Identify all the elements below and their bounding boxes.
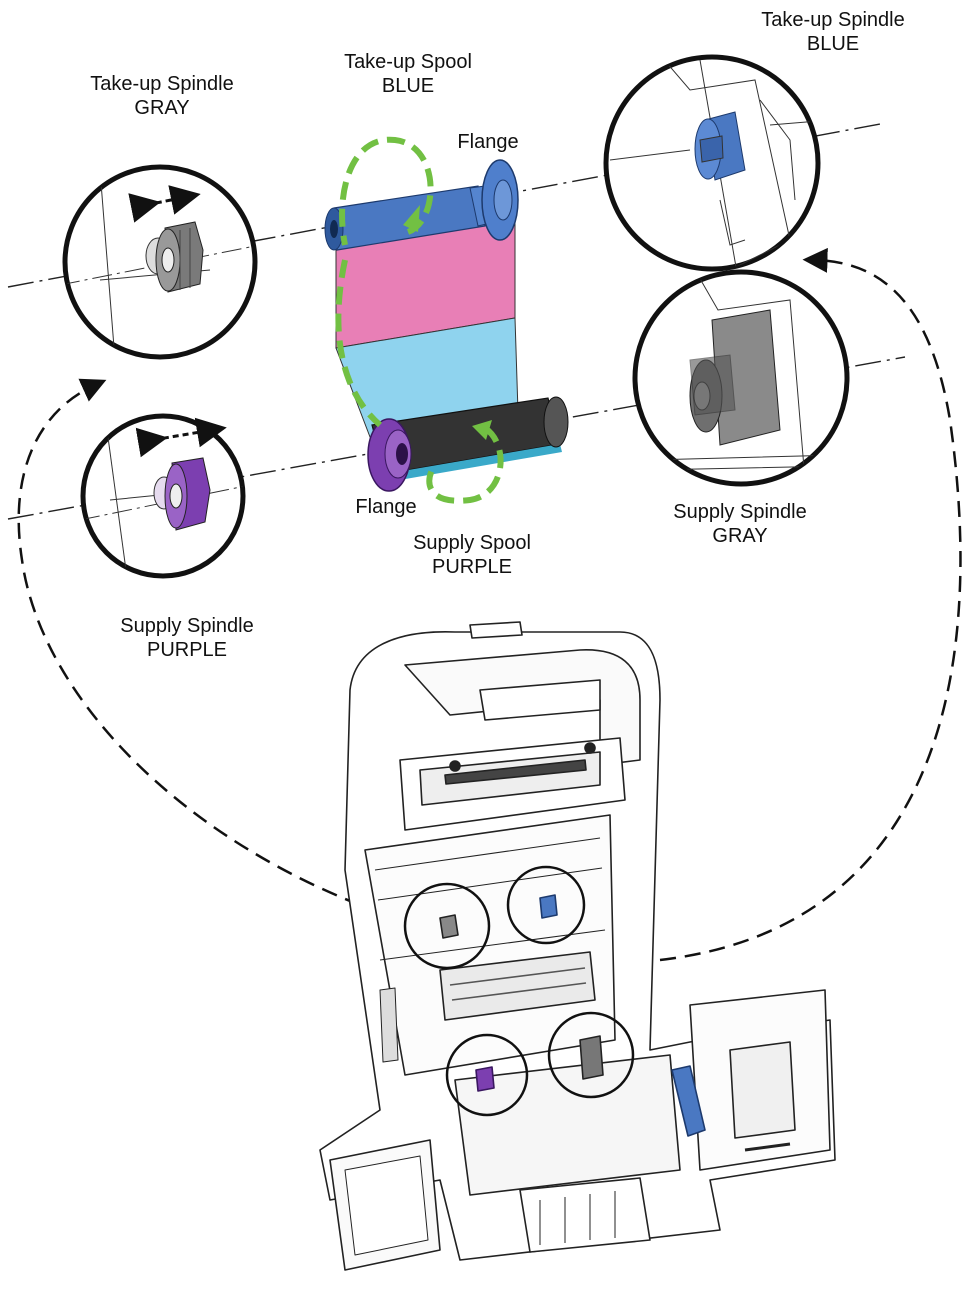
label-line: Take-up Spindle [90, 73, 234, 95]
supply-spindle-gray-label: Supply Spindle GRAY [640, 500, 840, 548]
label-line: Flange [355, 496, 417, 518]
label-line: Supply Spool [413, 532, 531, 554]
label-line: BLUE [806, 33, 860, 55]
label-line: GRAY [134, 97, 190, 119]
curved-dashed-arrow-icon [17, 247, 962, 962]
label-line: BLUE [381, 75, 435, 97]
double-headed-arrow-icon [128, 185, 201, 223]
takeup-spindle-gray-detail [62, 164, 258, 360]
takeup-spool [324, 159, 519, 251]
takeup-spindle-blue-detail [603, 54, 821, 272]
flange-top-label: Flange [428, 130, 548, 154]
supply-spindle-gray-detail [632, 269, 850, 487]
takeup-spool-blue-label: Take-up Spool BLUE [308, 50, 508, 98]
supply-spindle-purple-label: Supply Spindle PURPLE [87, 614, 287, 662]
flange-bottom-label: Flange [326, 495, 446, 519]
rotation-arrow-icon [335, 136, 504, 504]
printer-illustration [319, 621, 836, 1271]
supply-spool-purple-label: Supply Spool PURPLE [372, 531, 572, 579]
label-line: Take-up Spindle [761, 9, 905, 31]
label-line: GRAY [712, 525, 768, 547]
label-line: PURPLE [146, 639, 228, 661]
label-line: PURPLE [431, 556, 513, 578]
label-line: Supply Spindle [673, 501, 807, 523]
takeup-spindle-gray-label: Take-up Spindle GRAY [62, 72, 262, 120]
label-line: Take-up Spool [344, 51, 472, 73]
label-line: Flange [457, 131, 519, 153]
label-line: Supply Spindle [120, 615, 254, 637]
supply-spindle-purple-detail [80, 413, 246, 579]
ribbon-cartridge [324, 136, 569, 504]
takeup-spindle-blue-label: Take-up Spindle BLUE [733, 8, 933, 56]
